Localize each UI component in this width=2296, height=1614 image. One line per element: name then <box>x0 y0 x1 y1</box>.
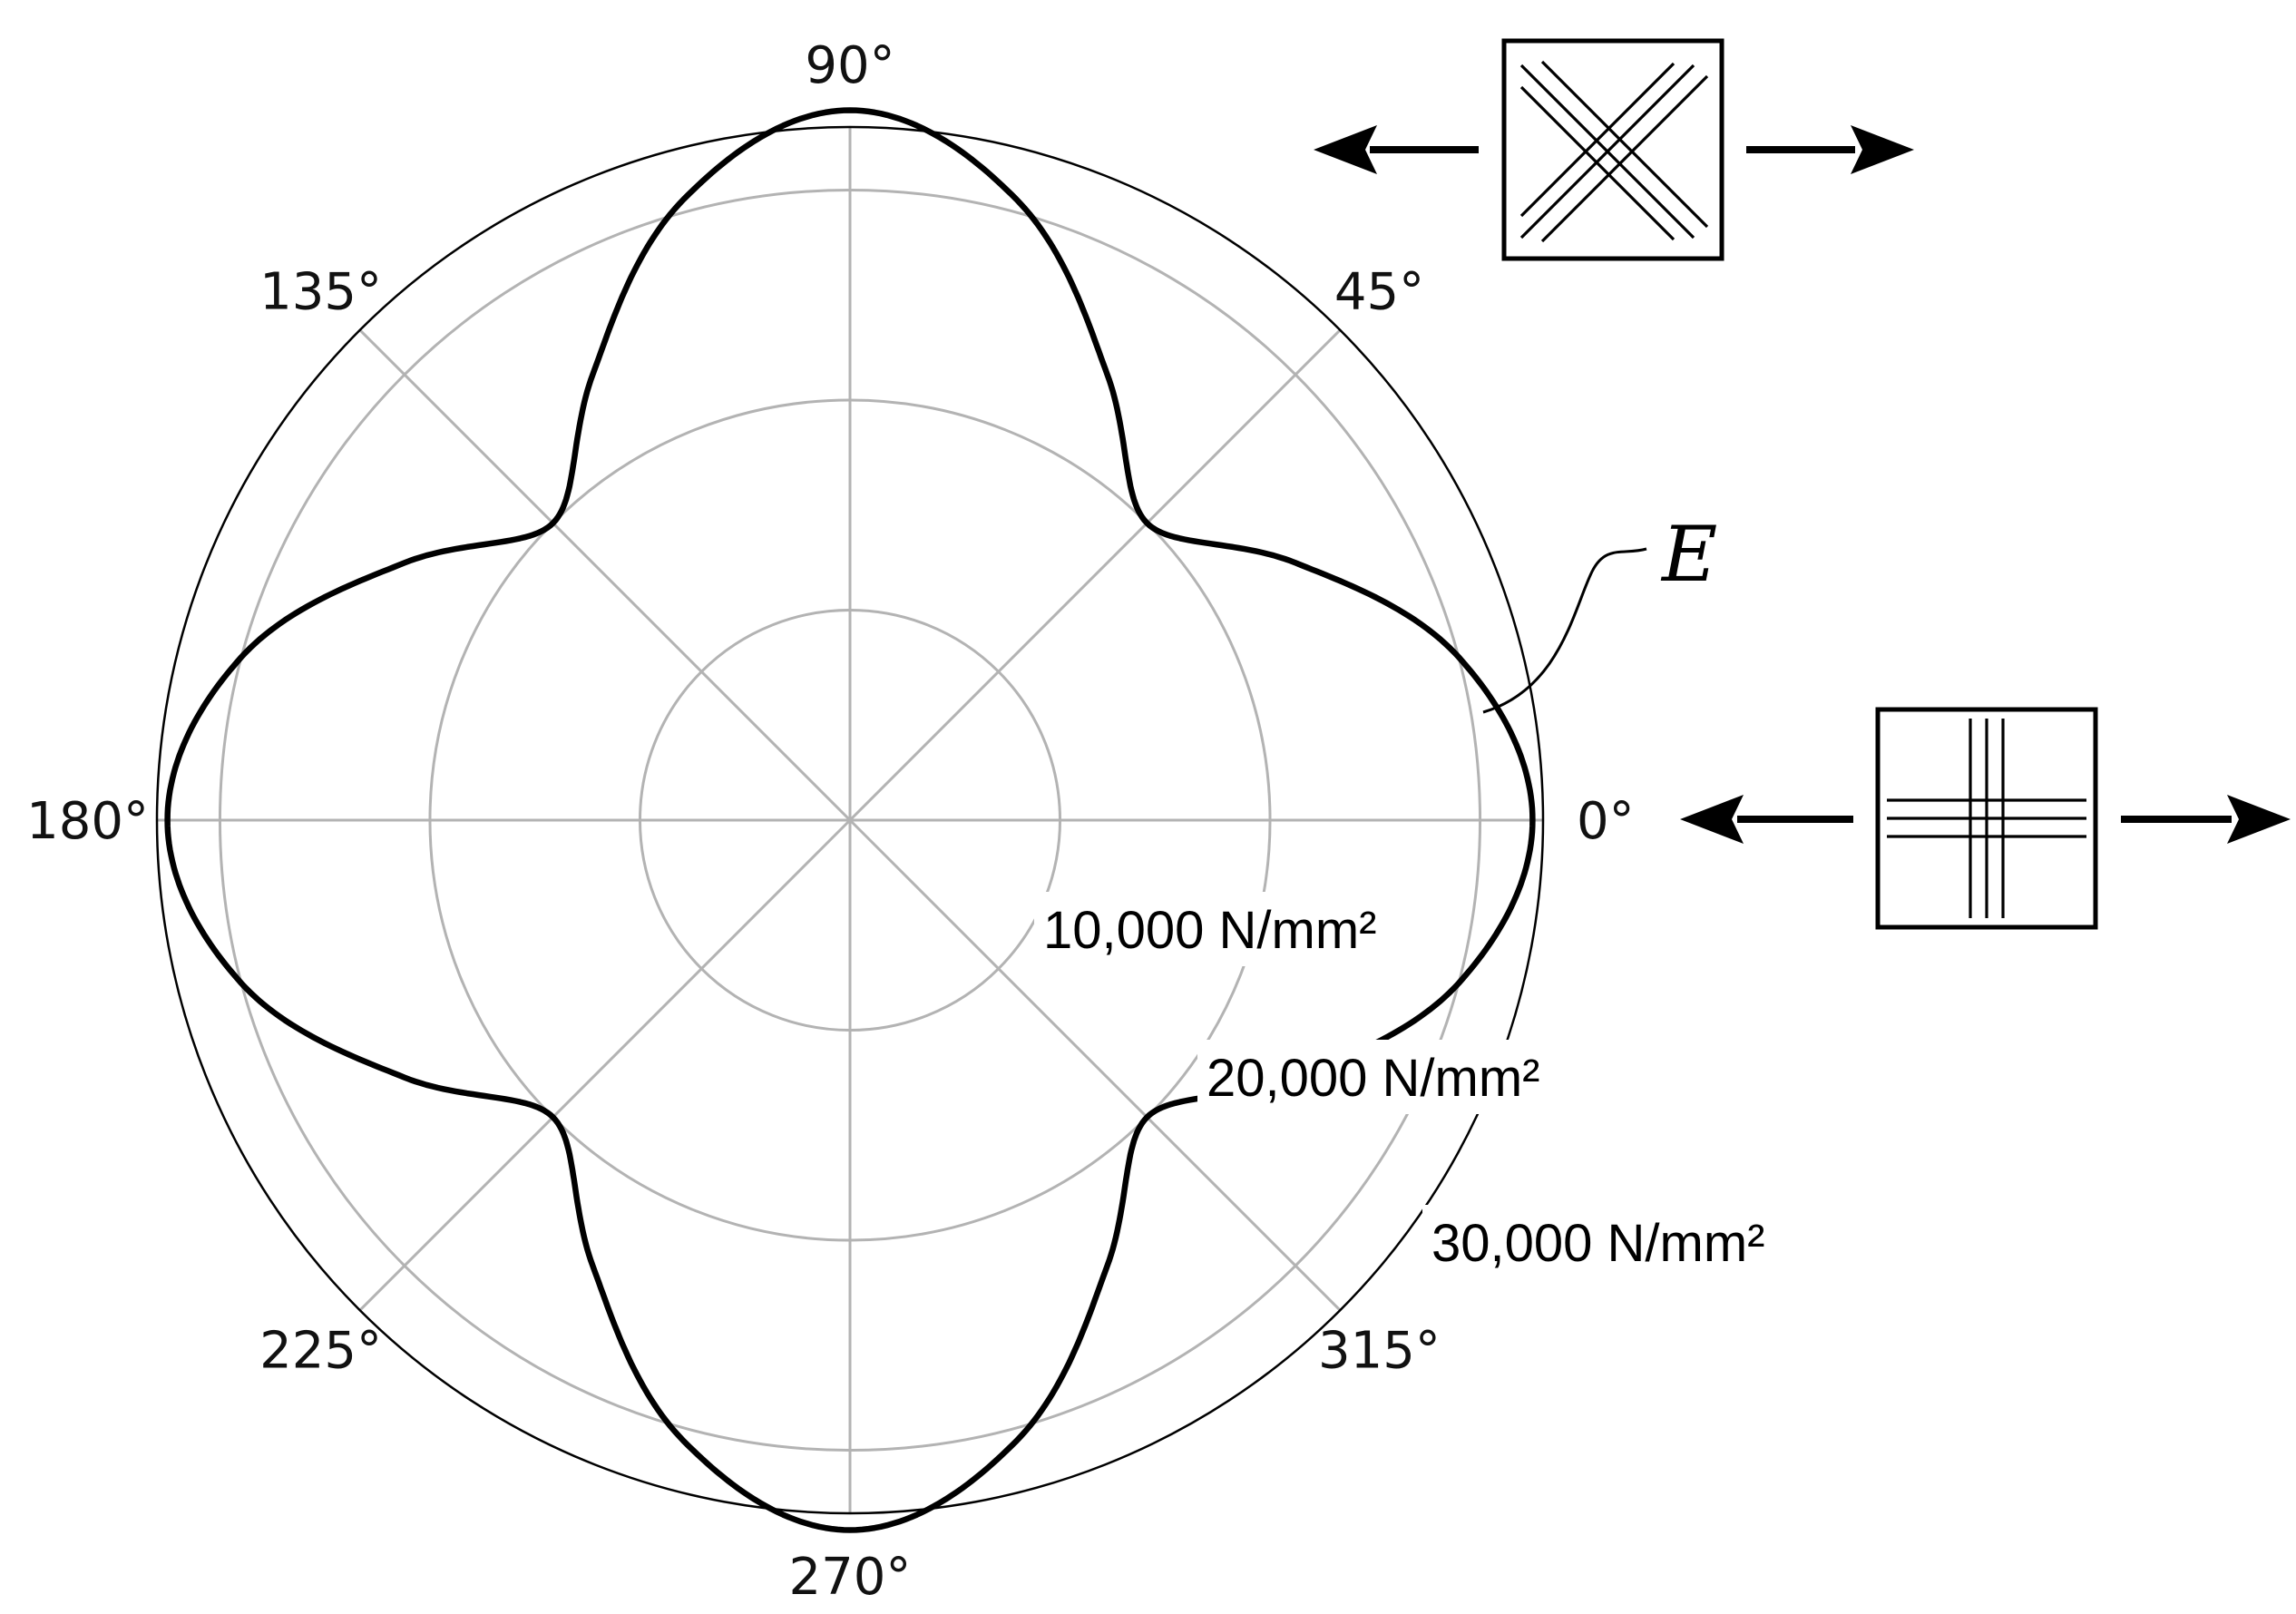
spoke-315 <box>848 818 1342 1312</box>
radial-label-backdrop-3 <box>1422 1205 1812 1279</box>
angle-label-180: 180° <box>26 792 149 851</box>
radial-label-1: 10,000 N/mm² <box>1043 901 1376 960</box>
radial-label-backdrop-2 <box>1197 1040 1588 1114</box>
diagonal-fiber-lines <box>1519 60 1709 243</box>
inset-diagonal-fibers <box>1314 38 1914 261</box>
series-line-e <box>164 107 1536 1533</box>
outer-frame-circle <box>155 125 1545 1515</box>
radial-label-2: 20,000 N/mm² <box>1207 1049 1539 1108</box>
inset-orthogonal-fibers <box>1680 707 2291 930</box>
angle-label-270: 270° <box>789 1548 912 1607</box>
diagonal-fiber-box <box>1501 38 1724 261</box>
radial-label-3: 30,000 N/mm² <box>1431 1214 1764 1273</box>
curve-label-e: E <box>1660 510 1717 599</box>
angle-spokes <box>157 127 1543 1513</box>
spoke-135 <box>358 328 852 822</box>
radial-tick-labels: 10,000 N/mm² 20,000 N/mm² 30,000 N/mm² <box>1034 892 1812 1279</box>
angle-label-135: 135° <box>259 263 382 322</box>
radial-label-backdrop-1 <box>1034 892 1424 966</box>
arrow-right-top-icon <box>1851 125 1914 174</box>
angle-label-315: 315° <box>1318 1321 1441 1380</box>
angle-label-45: 45° <box>1334 263 1424 322</box>
arrow-left-bottom-icon <box>1680 795 1744 844</box>
spoke-45 <box>848 328 1342 822</box>
angle-label-0: 0° <box>1577 792 1635 851</box>
arrow-right-bottom-icon <box>2227 795 2291 844</box>
arrow-left-top-icon <box>1314 125 1377 174</box>
spoke-225 <box>358 818 852 1312</box>
angle-label-225: 225° <box>259 1321 382 1380</box>
orthogonal-fiber-lines <box>1887 719 2086 918</box>
angle-label-90: 90° <box>805 36 894 95</box>
angle-tick-labels: 0° 45° 90° 135° 180° 225° 270° 315° <box>26 36 1634 1607</box>
curve-label-leader <box>1482 547 1647 714</box>
